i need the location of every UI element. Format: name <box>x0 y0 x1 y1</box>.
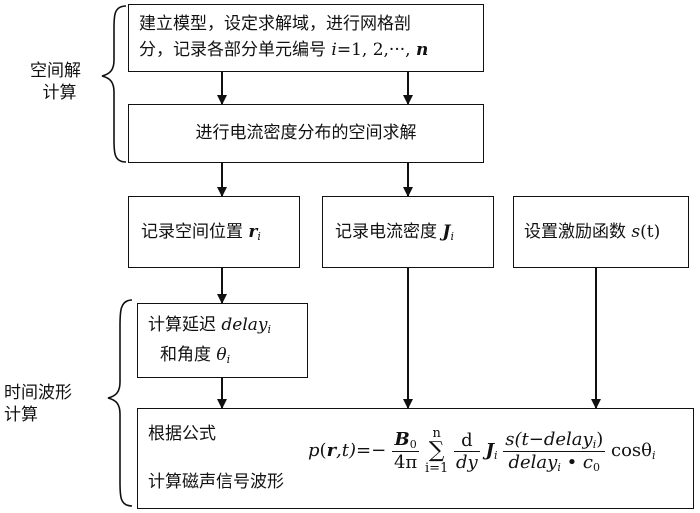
excitation-func: s <box>631 222 641 242</box>
formula-p: p <box>308 440 320 461</box>
excitation-label: 设置激励函数 <box>524 222 626 242</box>
temporal-label-line1: 时间波形 <box>4 383 72 403</box>
spatial-label-line2: 计算 <box>42 83 77 104</box>
density-text: 记录电流密度 Ji <box>335 221 454 244</box>
formula-cos-sub: i <box>651 449 656 462</box>
formula-num: s(t−delay <box>505 428 593 450</box>
delay-var: delay <box>221 315 268 335</box>
formula-d: d <box>454 430 480 452</box>
delay-text-line2: 和角度 θi <box>160 344 230 367</box>
model-index-values: =1, 2,···, <box>336 40 416 60</box>
angle-label: 和角度 <box>160 345 211 365</box>
formula-comma-t: ,t)=− <box>336 440 387 461</box>
density-label: 记录电流密度 <box>335 222 437 242</box>
formula-box: 根据公式 计算磁声信号波形 p(r,t)=− B0 4π n ∑ i=1 d d… <box>137 408 694 509</box>
model-text-line1: 建立模型，设定求解域，进行网格剖 <box>139 14 411 34</box>
model-index-n: n <box>415 40 429 60</box>
model-box: 建立模型，设定求解域，进行网格剖 分，记录各部分单元编号 i=1, 2,···,… <box>128 4 484 72</box>
solve-text: 进行电流密度分布的空间求解 <box>195 123 417 143</box>
formula-den-dot: • c <box>560 451 594 473</box>
model-text-line2-main: 分，记录各部分单元编号 <box>139 40 326 60</box>
excitation-box: 设置激励函数 s(t) <box>513 196 689 268</box>
excitation-text: 设置激励函数 s(t) <box>524 221 660 243</box>
delay-text-line1: 计算延迟 delayi <box>148 314 271 337</box>
formula-sum-bottom: i=1 <box>424 461 449 476</box>
model-index-var: i <box>331 40 337 60</box>
formula-d-dy: d dy <box>454 430 480 473</box>
formula-j-sub: i <box>494 449 498 462</box>
formula-r: r <box>326 440 337 461</box>
magnetoacoustic-formula: p(r,t)=− B0 4π n ∑ i=1 d dy Ji s(t−delay… <box>308 427 656 475</box>
formula-sum: n ∑ i=1 <box>425 427 448 475</box>
formula-delay-fraction: s(t−delayi) delayi • c0 <box>503 428 606 474</box>
position-text: 记录空间位置 ri <box>141 221 261 244</box>
temporal-label: 时间波形 计算 <box>4 382 72 426</box>
formula-label-line1: 根据公式 <box>148 424 216 444</box>
position-sub: i <box>257 230 261 243</box>
formula-cos: cosθ <box>610 440 652 461</box>
angle-var: θ <box>216 345 227 365</box>
position-label: 记录空间位置 <box>141 222 243 242</box>
excitation-arg: (t) <box>640 222 661 242</box>
angle-sub: i <box>226 353 231 366</box>
formula-j: J <box>485 440 494 461</box>
formula-den: delay <box>508 451 558 473</box>
formula-num-sub: i <box>592 437 597 451</box>
formula-b-fraction: B0 4π <box>391 429 420 473</box>
formula-sum-sign: ∑ <box>428 438 445 463</box>
density-sub: i <box>450 230 454 243</box>
delay-label: 计算延迟 <box>148 315 216 335</box>
formula-den-c-sub: 0 <box>593 460 601 474</box>
formula-b-sub: 0 <box>409 438 417 451</box>
density-box: 记录电流密度 Ji <box>322 196 494 268</box>
model-text-line2: 分，记录各部分单元编号 i=1, 2,···, n <box>139 39 428 61</box>
formula-num-close: ) <box>596 428 604 450</box>
temporal-label-line2: 计算 <box>4 405 38 426</box>
formula-dy: dy <box>456 451 478 473</box>
spatial-bracket <box>101 5 127 163</box>
formula-open: ( <box>319 440 327 461</box>
formula-den-sub: i <box>557 460 561 474</box>
formula-four-pi: 4π <box>393 452 418 473</box>
formula-sum-top: n <box>432 426 441 441</box>
formula-b: B <box>394 429 410 450</box>
spatial-label-line1: 空间解 <box>30 61 81 81</box>
temporal-bracket <box>107 299 133 507</box>
delay-box: 计算延迟 delayi 和角度 θi <box>137 303 308 378</box>
delay-sub: i <box>267 323 272 336</box>
position-var: r <box>248 222 258 242</box>
formula-label-line2: 计算磁声信号波形 <box>148 472 284 492</box>
solve-box: 进行电流密度分布的空间求解 <box>128 104 484 163</box>
spatial-label: 空间解 计算 <box>30 60 81 104</box>
density-var: J <box>442 222 451 242</box>
position-box: 记录空间位置 ri <box>128 196 300 268</box>
